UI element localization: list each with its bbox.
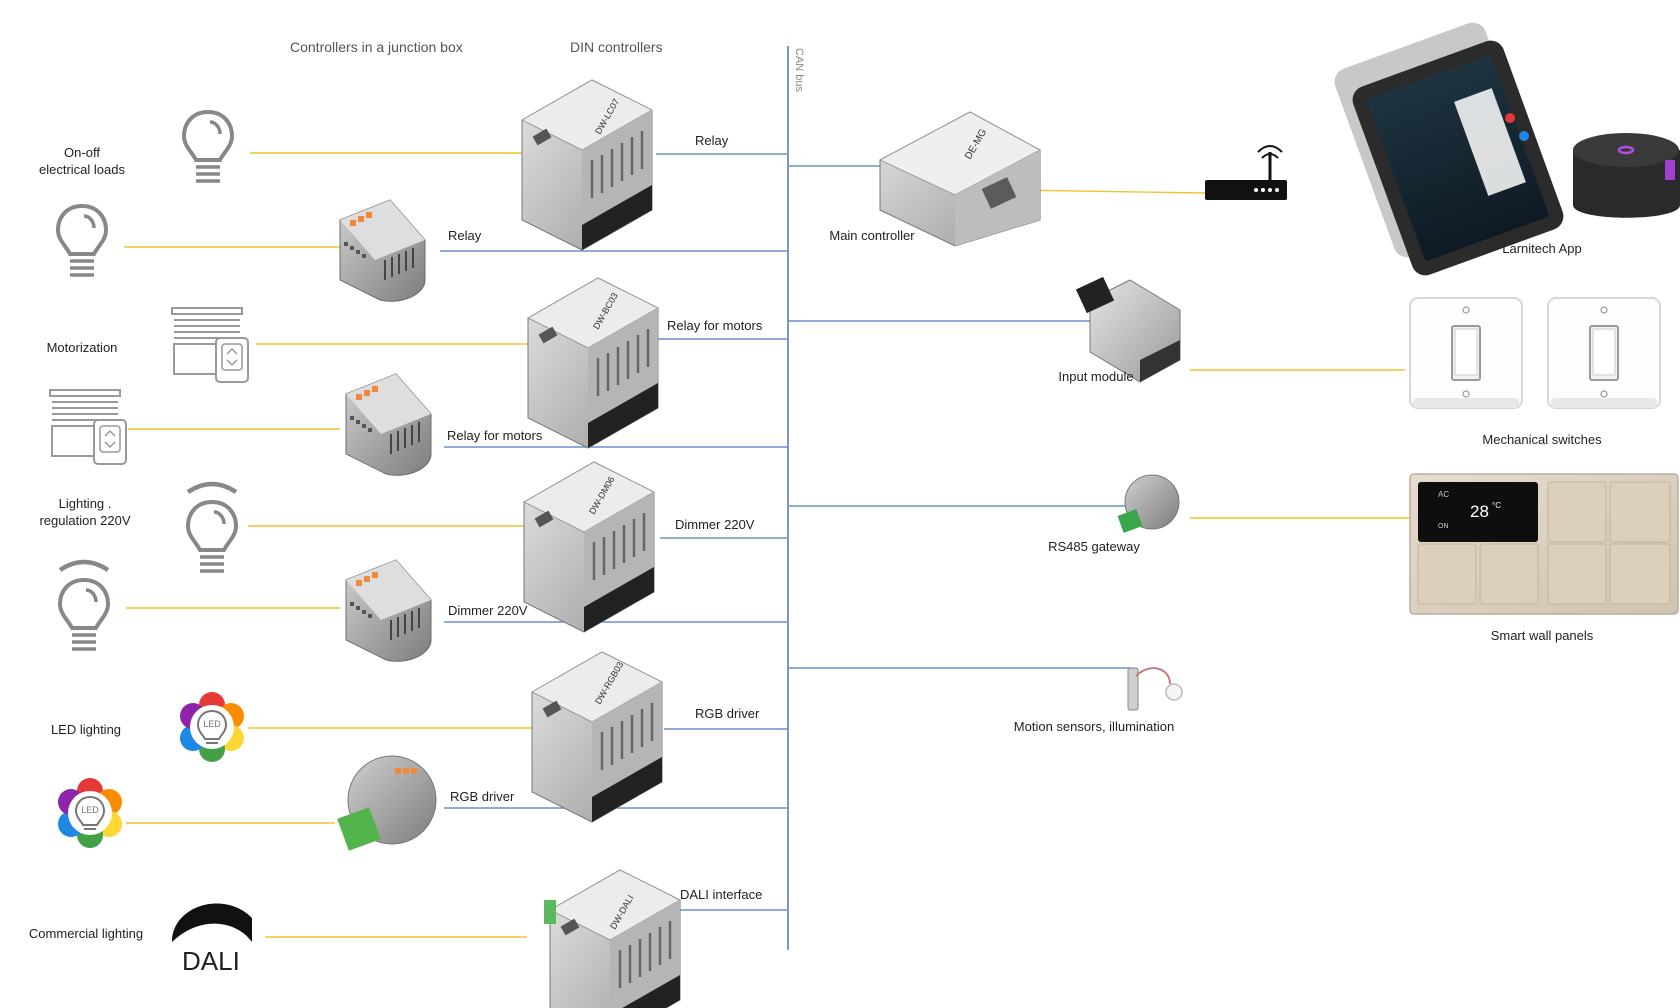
label-lighting-line1: Lighting . [59,496,112,511]
label-rs485: RS485 gateway [1048,539,1140,554]
label-box-rgb: RGB driver [450,789,515,804]
motion-sensor-device [1127,667,1183,711]
label-lighting-line2: regulation 220V [39,513,130,528]
label-box-relay-motors: Relay for motors [447,428,543,443]
label-box-dimmer: Dimmer 220V [448,603,528,618]
dali-terminal [544,900,556,924]
label-motorization: Motorization [47,340,118,355]
box-relay-device [339,199,426,303]
label-commercial: Commercial lighting [29,926,143,941]
din-relay-motors-device [526,276,660,450]
panel-temp-text: 28 [1470,502,1489,521]
box-relay-motors-device [345,373,432,477]
label-din-dimmer: Dimmer 220V [675,517,755,532]
dali-logo-icon: DALI [172,903,252,976]
panel-temp-unit: °C [1492,501,1501,510]
box-dimmer-device [345,559,432,663]
label-din-relay: Relay [695,133,729,148]
dimmable-bulb-icon-2 [60,562,108,649]
box-rgb-device [337,755,437,851]
led-logo-text-2: LED [81,805,99,815]
led-logo-text-1: LED [203,719,221,729]
tablet-app-icon [1334,22,1564,276]
bulb-icon-onoff-2 [56,204,108,277]
main-controller-device [878,111,1042,247]
din-dimmer-device [522,460,656,634]
din-rgb-device [530,650,664,824]
rs485-gateway-device [1117,474,1180,533]
label-mech-switches: Mechanical switches [1482,432,1602,447]
label-main-controller: Main controller [829,228,915,243]
label-wall-panels: Smart wall panels [1491,628,1594,643]
smart-speaker-icon [1573,133,1680,218]
din-relay-device [520,78,654,252]
can-bus-label: CAN bus [793,48,805,93]
label-onoff-line1: On-off [64,145,100,160]
label-din-relay-motors: Relay for motors [667,318,763,333]
label-din-rgb: RGB driver [695,706,760,721]
bus-wiring [440,153,1132,911]
label-onoff-line2: electrical loads [39,162,125,177]
label-box-relay: Relay [448,228,482,243]
header-junction-box: Controllers in a junction box [290,39,463,55]
smart-wall-panel-icon: AC 28 °C ON [1409,473,1679,615]
label-din-dali: DALI interface [680,887,762,902]
label-motion: Motion sensors, illumination [1014,719,1174,734]
input-module-device [1075,276,1181,383]
label-app: Larnitech App [1502,241,1582,256]
bulb-icon-onoff-1 [182,110,234,183]
dimmable-bulb-icon-1 [188,484,236,571]
panel-ac-text: AC [1438,490,1449,499]
din-dali-device [548,868,682,1008]
blind-icon-2 [49,389,127,465]
load-wiring [124,152,1410,938]
blind-icon-1 [171,307,249,383]
panel-on-text: ON [1438,523,1449,530]
label-input-module: Input module [1058,369,1133,384]
label-led: LED lighting [51,722,121,737]
mechanical-switch-icon-1 [1409,297,1523,409]
mechanical-switch-icon-2 [1547,297,1661,409]
router-icon [1205,145,1287,200]
header-din-controllers: DIN controllers [570,39,663,55]
dali-logo-text: DALI [182,946,240,976]
